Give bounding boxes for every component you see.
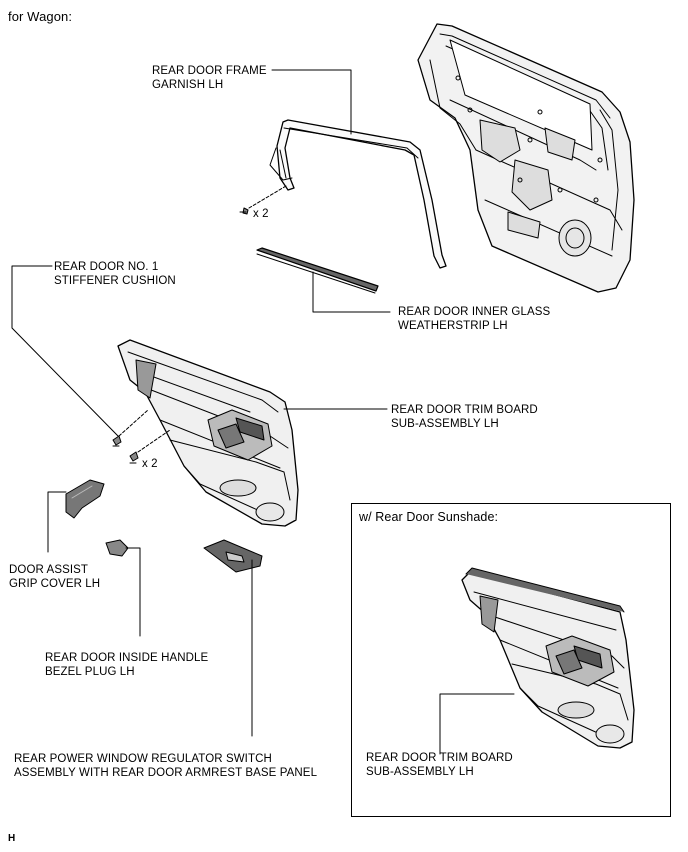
label-trim-board: REAR DOOR TRIM BOARD SUB-ASSEMBLY LH: [391, 404, 538, 430]
regulator-switch-illustration: [203, 539, 263, 573]
grip-cover-illustration: [65, 479, 105, 519]
inset-trim-board-illustration: [461, 567, 635, 749]
header-title: for Wagon:: [8, 9, 73, 24]
inset-label-trim-board: REAR DOOR TRIM BOARD SUB-ASSEMBLY LH: [366, 752, 513, 778]
door-panel-illustration: [417, 23, 635, 293]
label-stiffener-cushion: REAR DOOR NO. 1 STIFFENER CUSHION: [54, 261, 176, 287]
label-assist-grip-cover: DOOR ASSIST GRIP COVER LH: [9, 564, 101, 590]
weatherstrip-illustration: [256, 247, 379, 292]
trim-board-illustration: [117, 339, 299, 527]
inset-sunshade-box: [351, 503, 671, 817]
frame-garnish-illustration: [269, 119, 447, 269]
bezel-plug-illustration: [105, 539, 129, 557]
label-regulator-switch: REAR POWER WINDOW REGULATOR SWITCH ASSEM…: [14, 753, 318, 779]
qty-garnish-clip: x 2: [253, 208, 269, 220]
footer-code: H: [8, 833, 16, 844]
label-inner-glass-weatherstrip: REAR DOOR INNER GLASS WEATHERSTRIP LH: [398, 306, 551, 332]
inset-title: w/ Rear Door Sunshade:: [359, 510, 499, 524]
label-frame-garnish: REAR DOOR FRAME GARNISH LH: [152, 65, 267, 91]
qty-trim-clip: x 2: [142, 458, 158, 470]
label-handle-bezel-plug: REAR DOOR INSIDE HANDLE BEZEL PLUG LH: [45, 652, 209, 678]
